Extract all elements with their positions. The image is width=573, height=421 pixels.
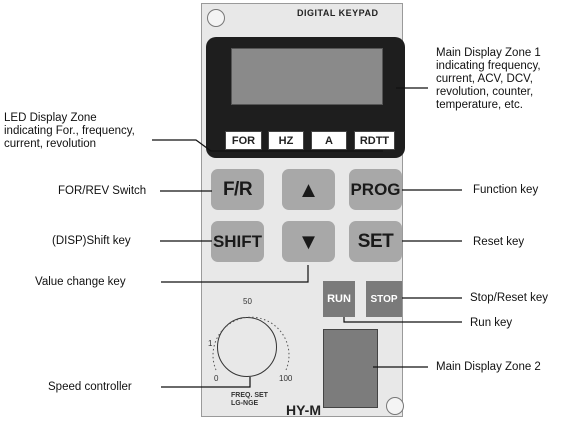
led-label-for: FOR: [225, 131, 262, 150]
callout-value-change-key: Value change key: [35, 276, 126, 288]
led-label-hz: HZ: [268, 131, 304, 150]
callout-speed-controller: Speed controller: [48, 381, 132, 393]
panel-title: DIGITAL KEYPAD: [297, 8, 379, 18]
mount-hole-top-left: [207, 9, 225, 27]
callout-shift-key: (DISP)Shift key: [52, 235, 131, 247]
callout-led-display-zone: LED Display Zone indicating For., freque…: [4, 112, 135, 150]
led-label-rdtt: RDTT: [354, 131, 395, 150]
mount-hole-bottom-right: [386, 397, 404, 415]
speed-controller-knob[interactable]: [217, 317, 277, 377]
shift-key[interactable]: SHIFT: [211, 221, 264, 262]
callout-run-key: Run key: [470, 317, 513, 329]
callout-stop-reset-key: Stop/Reset key: [470, 292, 548, 304]
main-display-zone-1: [231, 48, 383, 105]
callout-main-display-zone-2: Main Display Zone 2: [436, 361, 541, 373]
down-arrow-key[interactable]: ▼: [282, 221, 335, 262]
freq-set-line-2: LG-NGE: [231, 400, 259, 407]
callout-main-display-zone-1: Main Display Zone 1 indicating frequency…: [436, 47, 541, 111]
dial-label-top: 50: [243, 297, 252, 306]
f-r-key[interactable]: F/R: [211, 169, 264, 210]
main-display-zone-2: [323, 329, 378, 408]
up-arrow-key[interactable]: ▲: [282, 169, 335, 210]
stop-key[interactable]: STOP: [366, 281, 402, 317]
callout-reset-key: Reset key: [473, 236, 525, 248]
model-label: HY-M: [286, 402, 321, 418]
prog-key[interactable]: PROG: [349, 169, 402, 210]
freq-set-label: FREQ. SET LG-NGE: [231, 392, 268, 408]
freq-set-line-1: FREQ. SET: [231, 392, 268, 399]
set-key[interactable]: SET: [349, 221, 402, 262]
callout-function-key: Function key: [473, 184, 539, 196]
dial-label-left: 1: [208, 339, 213, 348]
led-label-a: A: [311, 131, 347, 150]
dial-label-bottom-right: 100: [279, 374, 293, 383]
callout-for-rev-switch: FOR/REV Switch: [58, 185, 147, 197]
run-key[interactable]: RUN: [323, 281, 355, 317]
dial-label-bottom-left: 0: [214, 374, 219, 383]
